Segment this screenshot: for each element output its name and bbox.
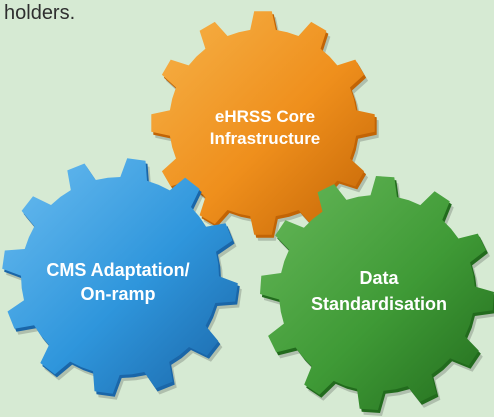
gear-core-infrastructure: eHRSS Core Infrastructure: [151, 11, 379, 241]
gear-data-standardisation: Data Standardisation: [260, 176, 494, 416]
gear-cms-label-line1: CMS Adaptation/: [46, 260, 189, 280]
gear-cms-label-line2: On-ramp: [80, 284, 155, 304]
gear-cms-adaptation: CMS Adaptation/ On-ramp: [2, 158, 242, 400]
gear-core-label-line2: Infrastructure: [210, 129, 321, 148]
gear-cms-body: [2, 158, 238, 394]
intro-text: holders.: [4, 2, 76, 24]
gear-data-label-line1: Data: [359, 268, 399, 288]
gear-data-body: [260, 176, 494, 410]
gear-core-label-line1: eHRSS Core: [215, 107, 315, 126]
gear-core-body: [151, 11, 375, 235]
gear-data-label-line2: Standardisation: [311, 294, 447, 314]
